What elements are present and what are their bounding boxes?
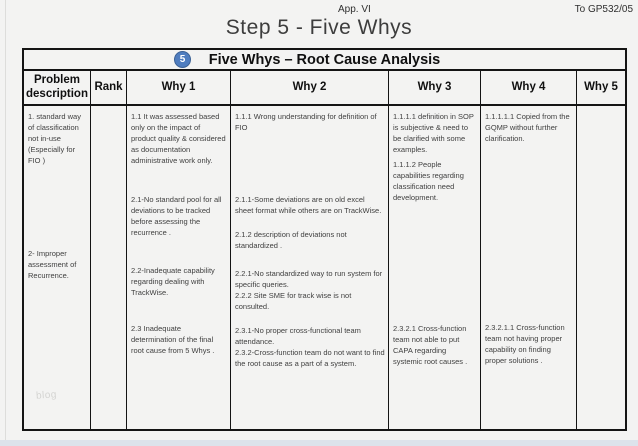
- cell-why4: 1.1.1.1.1 Copied from the GQMP without f…: [481, 106, 577, 429]
- table-body-row: 1. standard way of classification not in…: [24, 106, 625, 429]
- cell-paragraph: 2.3.1-No proper cross-functional team at…: [235, 326, 361, 346]
- table-title: Five Whys – Root Cause Analysis: [208, 51, 441, 68]
- cell-paragraph: 2.1.1-Some deviations are on old excel s…: [235, 195, 382, 215]
- doc-ref-label: To GP532/05: [574, 4, 633, 15]
- slide-left-edge: [5, 0, 6, 446]
- cell-paragraph: 1. standard way of classification not in…: [28, 112, 81, 165]
- cell-why2: 1.1.1 Wrong understanding for definition…: [231, 106, 389, 429]
- column-header-rank: Rank: [91, 71, 127, 104]
- cell-paragraph: 1.1.1.1.1 Copied from the GQMP without f…: [485, 112, 570, 143]
- page-title: Step 5 - Five Whys: [225, 16, 413, 39]
- cell-paragraph: 1.1.1 Wrong understanding for definition…: [235, 112, 377, 132]
- appendix-label: App. VI: [338, 4, 371, 15]
- cell-paragraph: 1.1.1.2 People capabilities regarding cl…: [393, 160, 464, 202]
- cell-paragraph: 1.1.1.1 definition in SOP is subjective …: [393, 112, 474, 154]
- cell-why5: [577, 106, 625, 429]
- column-header-why4: Why 4: [481, 71, 577, 104]
- column-header-row: Problem description Rank Why 1 Why 2 Why…: [24, 71, 625, 106]
- cell-paragraph: 2.2.2 Site SME for track wise is not con…: [235, 291, 352, 311]
- cell-rank: [91, 106, 127, 429]
- column-header-problem-description: Problem description: [24, 71, 91, 104]
- column-header-why2: Why 2: [231, 71, 389, 104]
- cell-paragraph: 2.3 Inadequate determination of the fina…: [131, 324, 215, 355]
- cell-paragraph: 1.1 It was assessed based only on the im…: [131, 112, 226, 165]
- cell-paragraph: 2.3.2-Cross-function team do not want to…: [235, 348, 385, 368]
- cell-paragraph: 2.2-Inadequate capability regarding deal…: [131, 266, 215, 297]
- bottom-strip-divider: [0, 440, 638, 446]
- five-whys-table: 5 Five Whys – Root Cause Analysis Proble…: [22, 48, 627, 431]
- table-title-row: 5 Five Whys – Root Cause Analysis: [24, 50, 625, 71]
- cell-paragraph: 2- Improper assessment of Recurrence.: [28, 249, 77, 280]
- cell-paragraph: 2.2.1-No standardized way to run system …: [235, 269, 383, 289]
- cell-paragraph: 2.1.2 description of deviations not stan…: [235, 230, 347, 250]
- step-number-badge: 5: [174, 51, 191, 68]
- cell-why3: 1.1.1.1 definition in SOP is subjective …: [389, 106, 481, 429]
- cell-paragraph: 2.3.2.1 Cross-function team not able to …: [393, 324, 468, 366]
- watermark: blog: [35, 389, 58, 402]
- cell-paragraph: 2.3.2.1.1 Cross-function team not having…: [485, 323, 565, 365]
- column-header-why3: Why 3: [389, 71, 481, 104]
- column-header-why5: Why 5: [584, 80, 618, 93]
- cell-problem-description: 1. standard way of classification not in…: [24, 106, 91, 429]
- cell-why1: 1.1 It was assessed based only on the im…: [127, 106, 231, 429]
- column-header-why1: Why 1: [127, 71, 231, 104]
- cell-paragraph: 2.1-No standard pool for all deviations …: [131, 195, 222, 237]
